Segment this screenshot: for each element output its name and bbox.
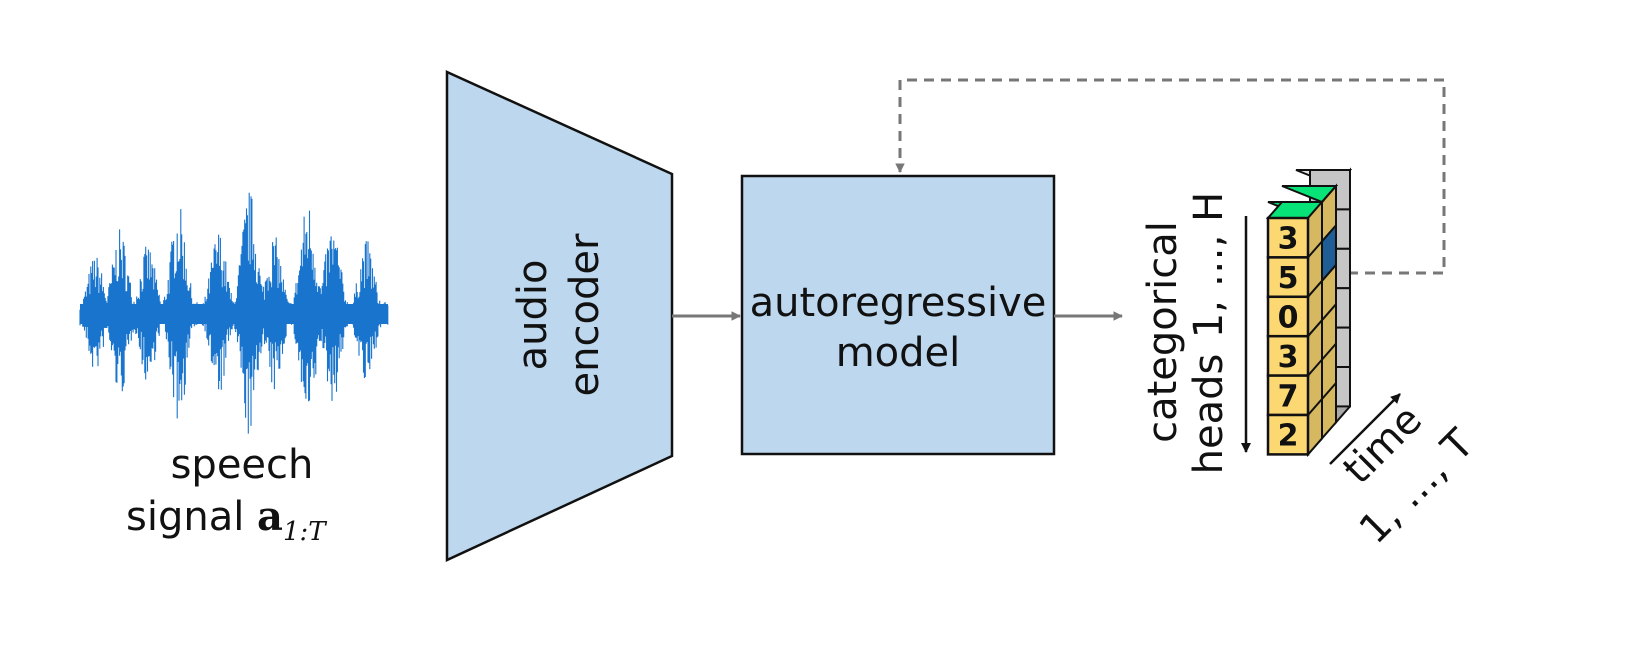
model-label-line2: model <box>836 330 961 376</box>
front-side-line <box>1307 358 1323 377</box>
heads-label-line2: heads <box>1186 354 1232 475</box>
time-direction-arrow <box>1329 393 1401 465</box>
token-digit: 2 <box>1278 419 1299 454</box>
grid-side-line <box>1321 382 1337 400</box>
input-label-line1: speech <box>171 442 314 488</box>
token-digit: 3 <box>1278 340 1299 375</box>
front-side-line <box>1307 280 1323 298</box>
input-label-line2: signal a1:T <box>126 493 327 547</box>
token-digit: 7 <box>1278 379 1299 414</box>
autoregressive-model-block <box>740 174 1056 456</box>
token-digit: 5 <box>1278 261 1299 296</box>
token-digit: 0 <box>1278 301 1299 336</box>
grid-side-line <box>1321 342 1337 361</box>
token-cell <box>1266 256 1310 299</box>
token-cell <box>1266 413 1310 456</box>
feedback-loop-arrow <box>895 78 1446 275</box>
speech-waveform <box>79 192 389 434</box>
heads-range-label: 1, …, H <box>1186 192 1232 338</box>
front-side-line <box>1307 319 1323 337</box>
front-side-line <box>1307 398 1323 416</box>
token-cell <box>1266 334 1310 377</box>
token-grid: 3 5 0 3 7 2 <box>1265 167 1353 458</box>
grid-side-line <box>1321 185 1337 203</box>
token-digit: 3 <box>1278 222 1299 257</box>
model-label-line1: autoregressive <box>750 280 1047 326</box>
heads-label-line1: categorical <box>1140 221 1186 443</box>
waveform-core <box>80 304 388 324</box>
encoder-label-line1: audio <box>510 260 556 371</box>
front-side-line <box>1307 240 1323 259</box>
audio-encoder-block <box>445 70 674 562</box>
encoder-label-line2: encoder <box>562 233 608 396</box>
token-cell <box>1266 216 1310 259</box>
grid-side-line <box>1321 303 1337 321</box>
